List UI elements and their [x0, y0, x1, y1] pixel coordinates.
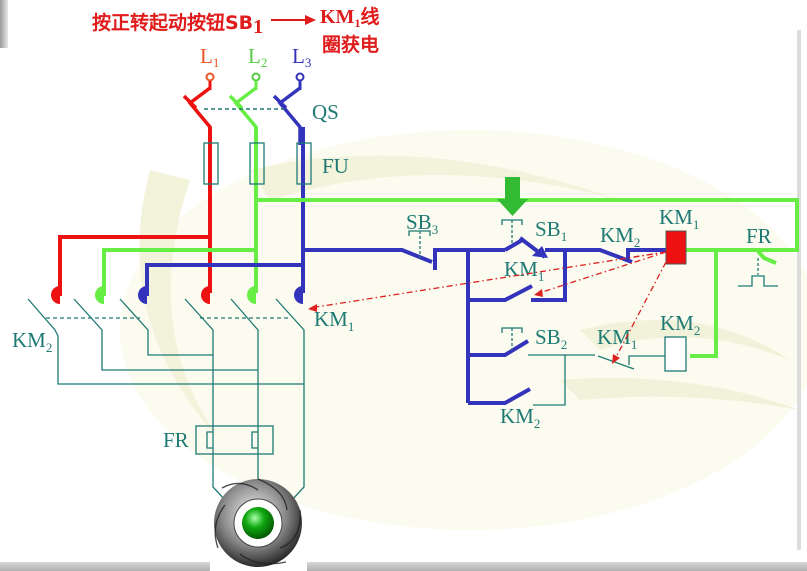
supply-labels: L1 L2 L3 [200, 44, 311, 70]
arrow-heads [308, 289, 620, 364]
label-fr-main: FR [163, 428, 189, 452]
km1-coil-energized [665, 230, 687, 265]
contact-tip [95, 286, 104, 304]
fr-heater [195, 425, 274, 455]
label-km1-coil: KM1 [659, 205, 699, 232]
km1-action-arrows [309, 251, 667, 362]
arrow-head-icon [612, 354, 620, 364]
caption-line1-sub: 1 [253, 16, 263, 38]
qs-switch: QS [182, 72, 339, 145]
svg-text:按正转起动按钮SB1: 按正转起动按钮SB1 [92, 11, 263, 38]
label-qs: QS [312, 100, 339, 124]
contact-tip [138, 286, 147, 304]
arrow-head-icon [308, 304, 317, 312]
motor-running-indicator [242, 507, 274, 539]
label-km2-interlock: KM2 [600, 223, 640, 250]
label-km2-aux: KM2 [500, 404, 540, 431]
contact-tip [247, 286, 256, 304]
caption-result-suffix: 线 [360, 5, 379, 28]
label-km2-coil: KM2 [660, 311, 700, 338]
sb3-stop-button [408, 230, 431, 258]
fuse-l3 [296, 142, 312, 185]
arrow-head-icon [534, 289, 543, 297]
main-contacts [27, 298, 305, 501]
terminal-l1 [205, 72, 215, 82]
label-sb2: SB2 [535, 325, 567, 352]
caption-result: KM [320, 6, 355, 28]
km2-coil [664, 336, 687, 372]
contact-tip [294, 286, 303, 304]
terminal-l2 [251, 72, 261, 82]
caption-line2: 圈获电 [322, 33, 379, 56]
label-km2-main: KM2 [12, 328, 52, 355]
contact-tip [201, 286, 210, 304]
sb1-press-arrow-tip [532, 246, 548, 258]
label-l2: L2 [248, 44, 267, 70]
slide-edge-bottom-left [0, 562, 210, 571]
caption-line1: 按正转起动按钮SB [92, 11, 253, 34]
label-km1-interlock: KM1 [597, 325, 637, 352]
main-lines: FU [51, 127, 349, 304]
control-green-wires [256, 198, 799, 358]
slide-edge-right [797, 30, 801, 550]
label-km1-main: KM1 [314, 307, 354, 334]
terminal-l3 [295, 72, 305, 82]
caption: 按正转起动按钮SB1 KM1线 圈获电 [92, 5, 379, 56]
svg-text:KM1线: KM1线 [320, 5, 379, 30]
fr-contact [738, 258, 778, 287]
label-sb3: SB3 [406, 210, 438, 237]
sb2-reverse-button [501, 327, 665, 406]
label-fu: FU [322, 154, 349, 178]
label-l1: L1 [200, 44, 219, 70]
caption-result-sub: 1 [354, 16, 360, 30]
label-sb1: SB1 [535, 217, 567, 244]
sb1-start-button[interactable] [501, 219, 523, 243]
label-l3: L3 [292, 44, 311, 70]
slide-edge-top-left [0, 0, 8, 48]
motor [214, 478, 302, 567]
contact-tip [51, 286, 60, 304]
fuse-l2 [249, 142, 265, 185]
label-fr-contact: FR [746, 224, 772, 248]
slide-edge-bottom-right [307, 562, 807, 571]
press-arrow-icon [497, 177, 528, 216]
fuse-l1 [203, 142, 219, 185]
caption-arrow-icon [305, 15, 316, 25]
